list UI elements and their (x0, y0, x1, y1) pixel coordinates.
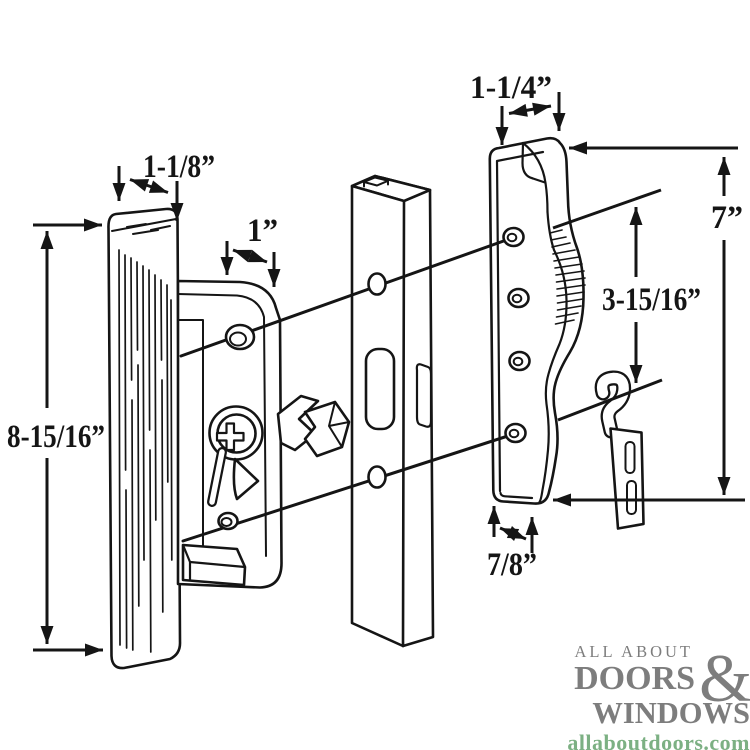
phillips-screw-icon (215, 422, 245, 452)
exterior-handle-screw-posts (502, 226, 531, 444)
logo-website: allaboutdoors.com (567, 730, 750, 750)
grip-hatching (549, 229, 586, 325)
dim-label-latch-hub-width: 1” (247, 213, 278, 249)
dim-interior-handle-width-lines (112, 166, 184, 221)
handle-top-dashes (126, 223, 171, 235)
dim-label-exterior-handle-width: 1-1/4” (470, 70, 552, 106)
dim-label-interior-handle-height: 8-15/16” (7, 419, 105, 455)
dim-label-interior-handle-width: 1-1/8” (143, 149, 215, 185)
logo-all-about: ALL ABOUT (574, 642, 693, 661)
interior-lock-assembly (176, 279, 351, 589)
exterior-handle (488, 136, 586, 505)
logo-ampersand: & (699, 640, 750, 716)
screw-holes (217, 272, 387, 531)
grip-contour (538, 210, 568, 504)
bar-front-slot (364, 347, 396, 431)
keeper-bracket (594, 370, 645, 530)
dimension-labels: 8-15/16” 1-1/8” 1” 1-1/4” 7” 3-15/16” 7/… (7, 70, 743, 583)
keeper-slot-bottom (626, 480, 637, 515)
logo-windows: WINDOWS (592, 695, 750, 730)
thumb-latch-lever (207, 447, 260, 507)
mounting-bracket-bottom (181, 543, 247, 587)
interior-handle (107, 207, 182, 670)
dim-handle-base-width-lines (487, 506, 539, 553)
dim-exterior-handle-height-lines (553, 141, 745, 507)
dim-label-handle-base-width: 7/8” (487, 547, 537, 583)
bar-side-slot (415, 363, 433, 428)
logo-doors: DOORS (574, 659, 695, 697)
dim-exterior-handle-width-lines (495, 92, 566, 145)
dim-interior-handle-height-lines (33, 218, 103, 657)
dim-latch-hub-width-lines (220, 241, 281, 287)
logo: & ALL ABOUT DOORS WINDOWS allaboutdoors.… (556, 640, 750, 750)
mortise-latch-bar (350, 174, 435, 648)
handle-grain-lines (118, 249, 173, 653)
dim-label-exterior-handle-height: 7” (711, 200, 743, 236)
latch-hook (276, 394, 351, 458)
dim-mounting-hole-spacing-lines (552, 188, 663, 422)
bar-top-notch (363, 176, 389, 188)
keeper-slot-top (624, 441, 636, 474)
dim-label-mounting-hole-spacing: 3-15/16” (602, 282, 701, 318)
